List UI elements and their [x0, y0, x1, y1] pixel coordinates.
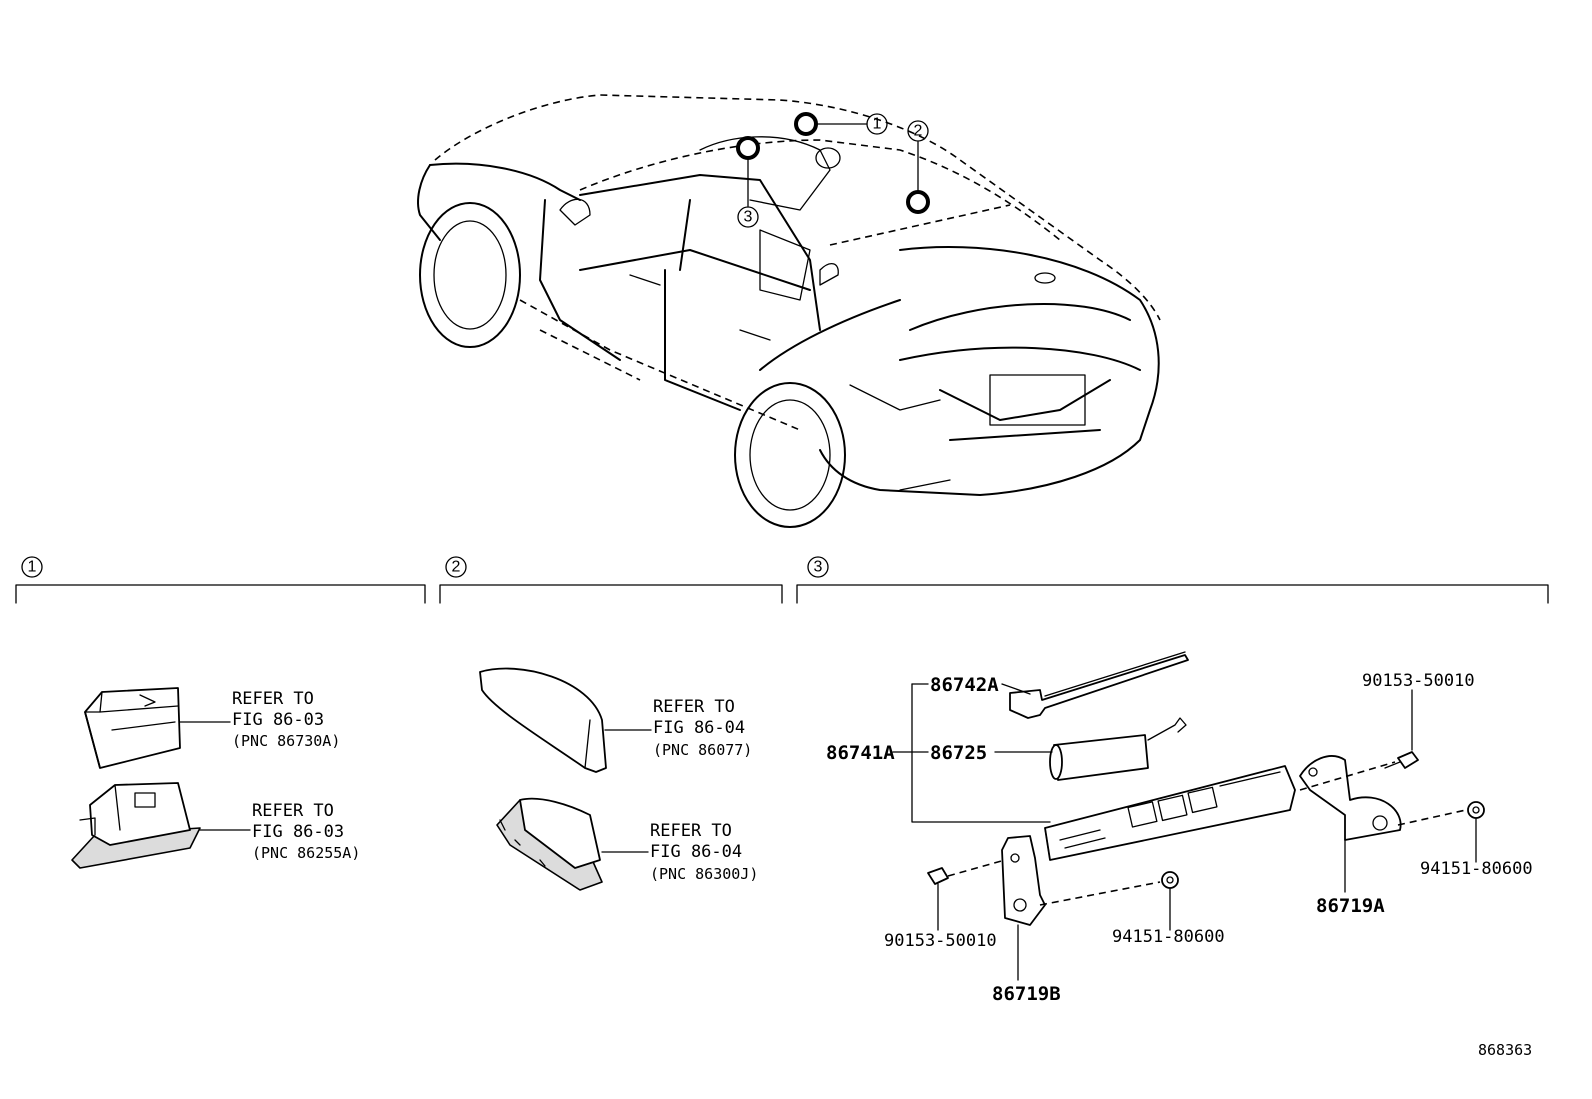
bracket-86719b-part	[1001, 835, 1046, 926]
svg-text:1: 1	[28, 559, 37, 576]
callout-ring-2	[906, 190, 930, 214]
svg-text:3: 3	[814, 559, 823, 576]
ref-2a-line1: REFER TO	[653, 697, 735, 717]
side-mirror	[559, 198, 591, 226]
label-94151-bottom: 94151-80600	[1112, 927, 1225, 947]
section-1-header: 1	[15, 556, 426, 604]
ref-1b-line2: FIG 86-03	[252, 822, 344, 842]
callout-3: 3	[737, 206, 759, 228]
nut-94151-bottom-part	[1161, 871, 1179, 889]
center-console	[759, 229, 811, 301]
section-1-parts: REFER TO FIG 86-03 (PNC 86730A) REFER TO…	[71, 687, 360, 869]
label-86719a: 86719A	[1316, 895, 1385, 917]
rear-emblem	[1034, 272, 1056, 284]
assembly-bracket-line	[911, 683, 1051, 823]
rear-end	[819, 246, 1160, 496]
nut-94151-right-part	[1467, 801, 1485, 819]
rear-door	[664, 269, 741, 411]
section-2-header: 2	[439, 556, 783, 604]
svg-text:2: 2	[914, 123, 923, 140]
cable-86742a-part	[1009, 651, 1189, 719]
label-86719b: 86719B	[992, 983, 1061, 1005]
antenna-base-86300j-part	[496, 797, 603, 891]
bracket-86719a-part	[1299, 755, 1402, 841]
label-90153-top: 90153-50010	[1362, 671, 1475, 691]
label-86742a: 86742A	[930, 674, 999, 696]
bolt-90153-bottom-part	[927, 867, 949, 885]
ref-1b-line1: REFER TO	[252, 801, 334, 821]
module-86255a-part	[71, 782, 201, 869]
callout-ring-3	[736, 136, 760, 160]
ref-1a-line3: (PNC 86730A)	[232, 732, 340, 750]
section-3-header: 3	[796, 556, 1549, 604]
trunk-lid	[909, 302, 1131, 331]
ref-1b-line3: (PNC 86255A)	[252, 844, 360, 862]
label-94151-right: 94151-80600	[1420, 859, 1533, 879]
module-86730a-part	[84, 687, 181, 769]
ref-1a-line2: FIG 86-03	[232, 710, 324, 730]
front-wheel	[419, 202, 521, 348]
front-bumper	[417, 164, 441, 241]
section-3-parts: 86742A 86741A 86725 90153-50010 94151-80…	[826, 651, 1533, 1005]
svg-text:1: 1	[873, 116, 882, 133]
callout-2: 2	[907, 120, 929, 142]
label-86741a: 86741A	[826, 742, 895, 764]
ref-2a-line3: (PNC 86077)	[653, 741, 752, 759]
label-90153-bottom: 90153-50010	[884, 931, 997, 951]
dashboard	[699, 136, 831, 211]
callout-1: 1	[866, 113, 888, 135]
bolt-90153-top-part	[1384, 751, 1419, 769]
svg-text:2: 2	[452, 559, 461, 576]
roof-outline	[434, 94, 1161, 321]
receiver-unit-86741a-part	[1044, 765, 1296, 861]
ref-2b-line3: (PNC 86300J)	[650, 865, 758, 883]
ref-1a-line1: REFER TO	[232, 689, 314, 709]
battery-86725-part	[1049, 717, 1187, 781]
front-door	[539, 199, 621, 361]
callout-ring-1	[794, 112, 818, 136]
ref-2a-line2: FIG 86-04	[653, 718, 745, 738]
illustration-number: 868363	[1478, 1041, 1532, 1059]
car-illustration	[417, 94, 1161, 528]
section-2-parts: REFER TO FIG 86-04 (PNC 86077) REFER TO …	[479, 667, 758, 891]
antenna-cover-86077-part	[479, 667, 607, 773]
rear-wheel	[734, 382, 846, 528]
fuel-door	[819, 263, 839, 286]
ref-2b-line2: FIG 86-04	[650, 842, 742, 862]
label-86725: 86725	[930, 742, 987, 764]
svg-text:3: 3	[744, 209, 753, 226]
ref-2b-line1: REFER TO	[650, 821, 732, 841]
